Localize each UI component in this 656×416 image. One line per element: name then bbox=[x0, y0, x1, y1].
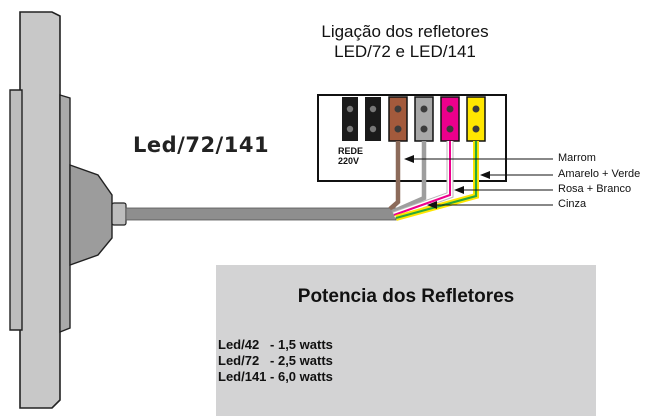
power-list: Led/42 - 1,5 watts Led/72 - 2,5 watts Le… bbox=[218, 337, 333, 385]
terminal-amarelo bbox=[466, 96, 486, 142]
wire-label-amarelo-verde: Amarelo + Verde bbox=[558, 168, 641, 180]
terminal-label-line-1: REDE bbox=[338, 146, 364, 156]
cable-gland bbox=[111, 202, 127, 226]
terminal-label: REDE 220V bbox=[338, 146, 363, 166]
wire-label-marrom: Marrom bbox=[558, 152, 596, 164]
terminal-rede-2 bbox=[365, 97, 381, 141]
power-row-led72: Led/72 - 2,5 watts bbox=[218, 353, 333, 368]
terminal-label-line-2: 220V bbox=[338, 156, 360, 166]
heading-line-1: Ligação dos refletores bbox=[321, 22, 489, 41]
wire-marrom bbox=[388, 141, 401, 211]
pointer-cinza bbox=[427, 201, 553, 209]
wire-label-rosa-branco: Rosa + Branco bbox=[558, 183, 632, 195]
heading-line-2: LED/72 e LED/141 bbox=[334, 42, 476, 61]
terminal-rosa bbox=[440, 96, 460, 142]
pointer-rosa-branco bbox=[454, 186, 553, 194]
wire-label-cinza: Cinza bbox=[558, 198, 587, 210]
pointer-amarelo-verde bbox=[480, 171, 553, 179]
terminal-marrom bbox=[388, 96, 408, 142]
main-cable bbox=[125, 207, 397, 221]
reflector-back-plate bbox=[19, 11, 61, 409]
reflector-mount bbox=[69, 164, 113, 266]
power-row-led42: Led/42 - 1,5 watts bbox=[218, 337, 333, 352]
terminal-rede-1 bbox=[342, 97, 358, 141]
power-row-led141: Led/141 - 6,0 watts bbox=[218, 369, 333, 384]
diagram-heading: Ligação dos refletores LED/72 e LED/141 bbox=[270, 22, 540, 62]
reflector-bezel bbox=[9, 89, 23, 331]
model-label: Led/72/141 bbox=[133, 133, 270, 157]
power-table-title: Potencia dos Refletores bbox=[297, 286, 515, 307]
power-table: Potencia dos Refletores Led/42 - 1,5 wat… bbox=[216, 265, 596, 416]
wire-cinza bbox=[391, 141, 427, 215]
reflector-front-rim bbox=[59, 94, 71, 334]
pointer-marrom bbox=[404, 155, 553, 163]
terminal-cinza bbox=[414, 96, 434, 142]
